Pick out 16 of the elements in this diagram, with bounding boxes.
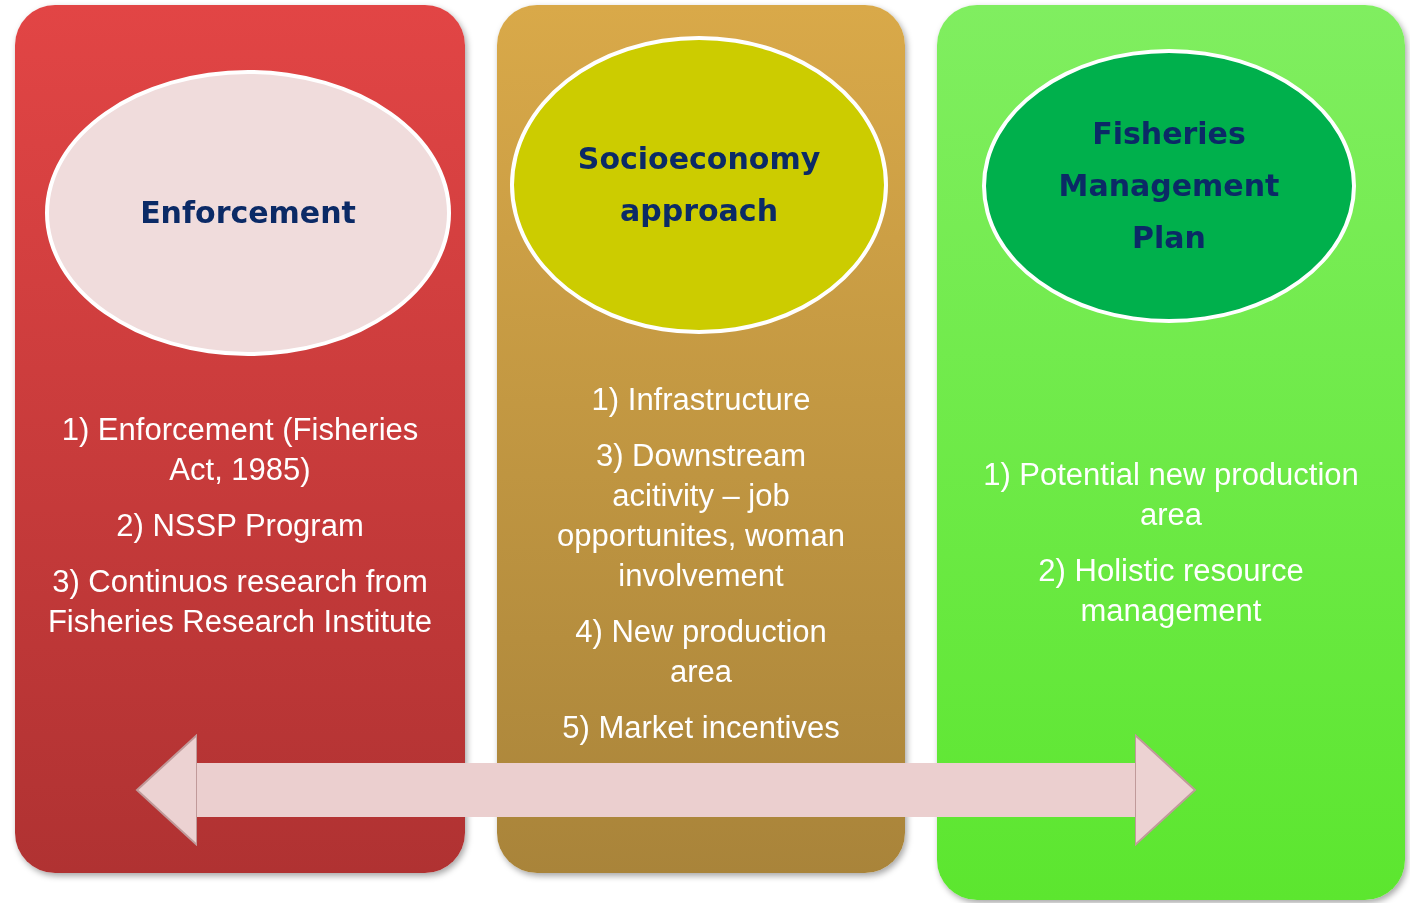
column-panel [937, 5, 1405, 900]
column-panel [15, 5, 465, 873]
list-item: 2) NSSP Program [116, 507, 364, 545]
list-item: 1) Potential new production area [982, 456, 1360, 534]
list-item: 3) Continuos research from Fisheries Research Institute [46, 563, 434, 641]
list-item: 3) Downstream acitivity – job opportunites, woman involvement [556, 437, 846, 595]
ellipse-title: Enforcement [140, 194, 356, 232]
list-item: 5) Market incentives [562, 709, 840, 747]
list-item: 1) Enforcement (Fisheries Act, 1985) [60, 411, 420, 489]
ellipse-title: Socioeconomy approach [576, 140, 822, 230]
list-item: 4) New production area [574, 613, 828, 691]
ellipse-title: Fisheries Management Plan [1057, 115, 1281, 257]
list-item: 1) Infrastructure [591, 381, 811, 419]
double-arrow [136, 734, 1196, 846]
list-item: 2) Holistic resource management [1037, 552, 1305, 630]
column-panel [497, 5, 905, 873]
